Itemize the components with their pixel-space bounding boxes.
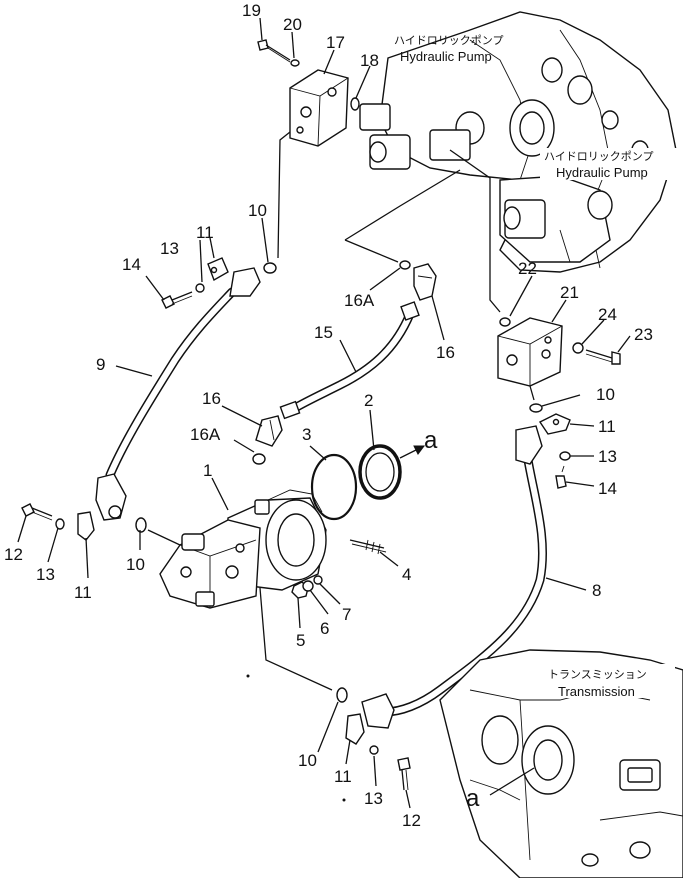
callout-13-left: 13: [36, 565, 55, 584]
o-ring-10-right: [529, 403, 543, 413]
callout-8: 8: [592, 581, 601, 600]
washer-6: [302, 580, 314, 592]
view-arrow-a: a: [424, 427, 438, 454]
valve-block-17: [289, 69, 349, 147]
o-ring-10-top: [263, 262, 277, 274]
callout-10-right: 10: [596, 385, 615, 404]
callout-7: 7: [342, 605, 351, 624]
callout-18: 18: [360, 51, 379, 70]
callout-10-bottom: 10: [298, 751, 317, 770]
pump-top-label-en: Hydraulic Pump: [400, 49, 492, 64]
pump-right-label-en: Hydraulic Pump: [556, 165, 648, 180]
callout-12-bottom: 12: [402, 811, 421, 830]
pump-top-label-jp: ハイドロリックポンプ: [394, 34, 503, 47]
split-flange-11-bottom: [345, 713, 365, 745]
bolt-12-bottom: [397, 757, 411, 791]
callout-15: 15: [314, 323, 333, 342]
callout-23: 23: [634, 325, 653, 344]
hose-15: [279, 301, 420, 420]
callout-20: 20: [283, 15, 302, 34]
callout-4: 4: [402, 565, 411, 584]
callout-3: 3: [302, 425, 311, 444]
callout-16-top: 16: [436, 343, 455, 362]
stud-4: [349, 539, 387, 555]
o-ring-10-left: [135, 517, 147, 533]
o-ring-10-bottom: [336, 687, 348, 703]
hose-9: [95, 267, 261, 521]
o-ring-3: [310, 453, 358, 521]
hydraulic-pump-housing: [359, 11, 677, 273]
transmission-label-en: Transmission: [558, 684, 635, 699]
callout-14-top: 14: [122, 255, 141, 274]
callout-16A-top: 16A: [344, 291, 375, 310]
callout-11-left: 11: [74, 583, 92, 602]
callout-14-right: 14: [598, 479, 617, 498]
bolt-14-right: [555, 465, 567, 489]
o-ring-18: [350, 97, 360, 111]
leader-lines: [17, 17, 631, 809]
callout-5: 5: [296, 631, 305, 650]
motor-1: [159, 489, 327, 609]
callout-9: 9: [96, 355, 105, 374]
o-ring-22: [499, 317, 511, 327]
callout-24: 24: [598, 305, 617, 324]
bolt-19: [257, 39, 291, 63]
callout-11-bottom: 11: [334, 767, 352, 786]
callout-13-top: 13: [160, 239, 179, 258]
callout-22: 22: [518, 259, 537, 278]
callout-17: 17: [326, 33, 345, 52]
pump-right-label-jp: ハイドロリックポンプ: [544, 150, 653, 163]
ring-2-inner: [365, 452, 395, 492]
washer-13-top: [195, 283, 205, 293]
bolt-23: [585, 349, 621, 365]
callout-10-left: 10: [126, 555, 145, 574]
callout-1: 1: [203, 461, 212, 480]
view-target-a: a: [466, 785, 480, 812]
hose-8: [361, 425, 547, 729]
washer-20: [290, 59, 300, 67]
callout-11-top: 11: [196, 223, 214, 242]
elbow-16-lower: [255, 415, 283, 447]
callout-16A-lower: 16A: [190, 425, 221, 444]
transmission-housing: [439, 649, 683, 878]
washer-13-bottom: [369, 745, 379, 755]
bolt-12-left: [21, 503, 53, 521]
o-ring-16a-lower: [252, 453, 266, 465]
callout-13-right: 13: [598, 447, 617, 466]
split-flange-11-right: [538, 413, 571, 435]
split-flange-11-top: [207, 257, 229, 282]
callout-11-right: 11: [598, 417, 616, 436]
ring-2: [358, 444, 402, 500]
elbow-16-top: [413, 263, 437, 301]
callout-10-top: 10: [248, 201, 267, 220]
callout-16-lower: 16: [202, 389, 221, 408]
callout-2: 2: [364, 391, 373, 410]
split-flange-11-left: [77, 511, 95, 541]
bolt-14-top: [161, 291, 193, 309]
callout-21: 21: [560, 283, 579, 302]
washer-24: [572, 342, 584, 354]
valve-block-21: [497, 317, 563, 387]
callout-13-bottom: 13: [364, 789, 383, 808]
washer-13-right: [559, 451, 571, 461]
washer-13-left: [55, 518, 65, 530]
callout-12-left: 12: [4, 545, 23, 564]
washer-7: [313, 575, 323, 585]
transmission-label-jp: トランスミッション: [548, 669, 647, 681]
o-ring-16a-top: [399, 260, 411, 270]
callout-19: 19: [242, 1, 261, 20]
callout-numbers: 19 20 17 18 10 13 11 14 16A 16 15 9 22 2…: [4, 1, 653, 830]
callout-6: 6: [320, 619, 329, 638]
